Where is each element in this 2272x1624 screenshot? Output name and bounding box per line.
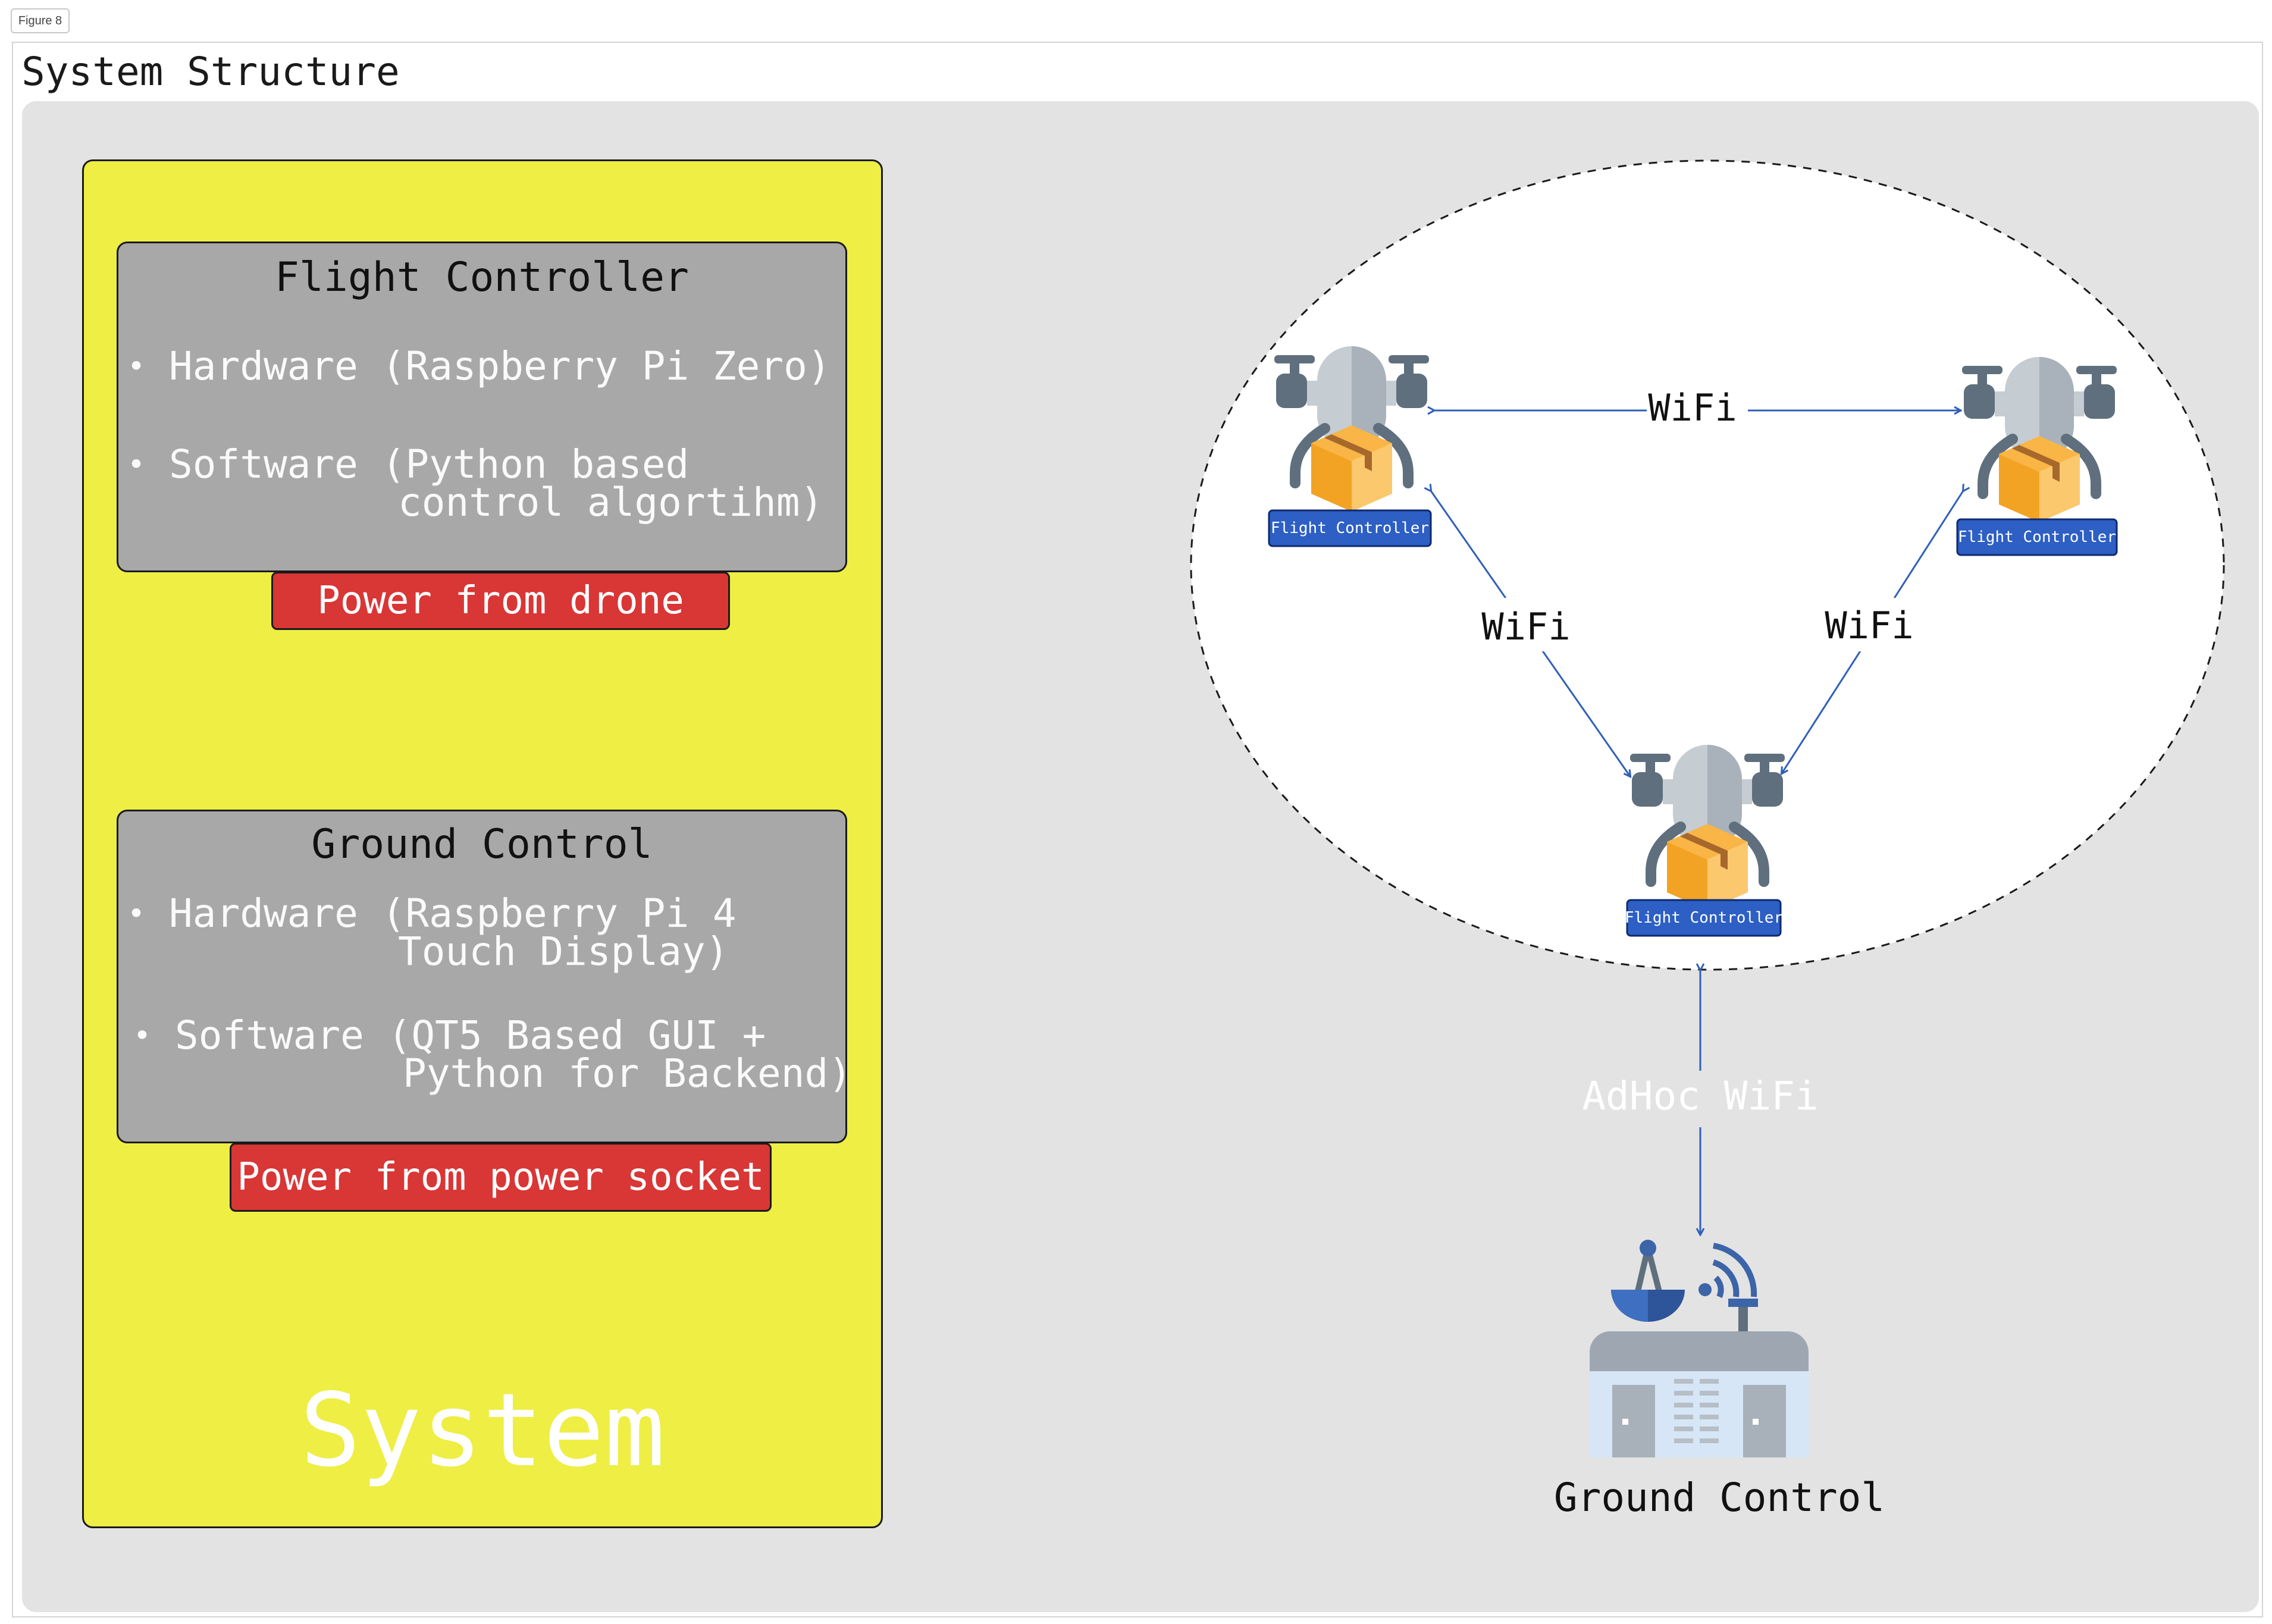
gc-bullet-software: •Software (QT5 Based GUI + <box>133 1012 766 1058</box>
fc-bullet-hardware: •Hardware (Raspberry Pi Zero) <box>127 343 831 389</box>
ground-station-label: Ground Control <box>1554 1475 1885 1520</box>
flight-controller-box: Flight Controller •Hardware (Raspberry P… <box>117 242 847 572</box>
svg-text:Flight Controller: Flight Controller <box>1958 528 2116 546</box>
drone-badge-bottom: Flight Controller <box>1625 899 1783 937</box>
ground-control-box: Ground Control •Hardware (Raspberry Pi 4… <box>117 810 852 1143</box>
flight-controller-title: Flight Controller <box>275 254 689 301</box>
gc-bullet-software-cont: Python for Backend) <box>403 1051 852 1096</box>
link-label-top: WiFi <box>1648 386 1737 429</box>
gc-bullet-hardware: •Hardware (Raspberry Pi 4 <box>127 891 737 936</box>
link-label-adhoc: AdHoc WiFi <box>1582 1073 1818 1119</box>
svg-text:Flight Controller: Flight Controller <box>1271 519 1429 537</box>
power-drone-badge: Power from drone <box>271 572 730 630</box>
gc-bullet-hardware-cont: Touch Display) <box>398 929 729 974</box>
fc-bullet-software-cont: control algortihm) <box>398 479 824 525</box>
link-label-left: WiFi <box>1481 605 1570 648</box>
power-socket-badge: Power from power socket <box>230 1143 772 1212</box>
drone-badge-right: Flight Controller <box>1956 518 2118 556</box>
drone-badge-left: Flight Controller <box>1268 509 1432 547</box>
svg-text:Flight Controller: Flight Controller <box>1625 909 1783 927</box>
system-panel: Flight Controller •Hardware (Raspberry P… <box>82 159 883 1528</box>
fc-bullet-software: •Software (Python based <box>127 441 690 487</box>
ground-station-icon <box>1589 1240 1809 1457</box>
page-title: System Structure <box>21 49 400 95</box>
ground-control-title: Ground Control <box>311 821 653 868</box>
link-label-right: WiFi <box>1825 604 1913 647</box>
figure-tag: Figure 8 <box>11 8 70 33</box>
system-label: System <box>299 1372 666 1490</box>
